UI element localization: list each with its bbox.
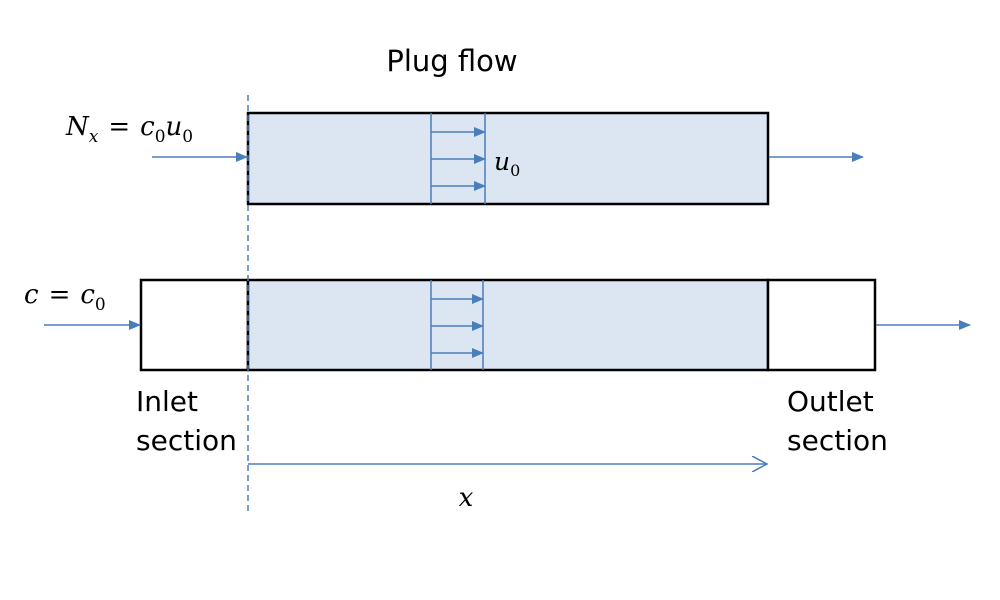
flux-label: Nx=c0u0 [65, 112, 193, 147]
velocity-label: u0 [494, 147, 520, 180]
top-velocity-profile [430, 113, 486, 204]
bottom-tube [246, 278, 770, 372]
inlet-section-label: Inlet section [136, 385, 237, 457]
inlet-section-box [139, 278, 250, 372]
bottom-velocity-profile [430, 280, 484, 370]
diagram-title: Plug flow [386, 44, 517, 78]
outlet-section-box [766, 278, 877, 372]
concentration-label: c=c0 [24, 280, 106, 315]
outlet-section-label: Outlet section [787, 385, 888, 457]
x-axis-label: x [459, 483, 474, 513]
top-tube [246, 111, 770, 206]
